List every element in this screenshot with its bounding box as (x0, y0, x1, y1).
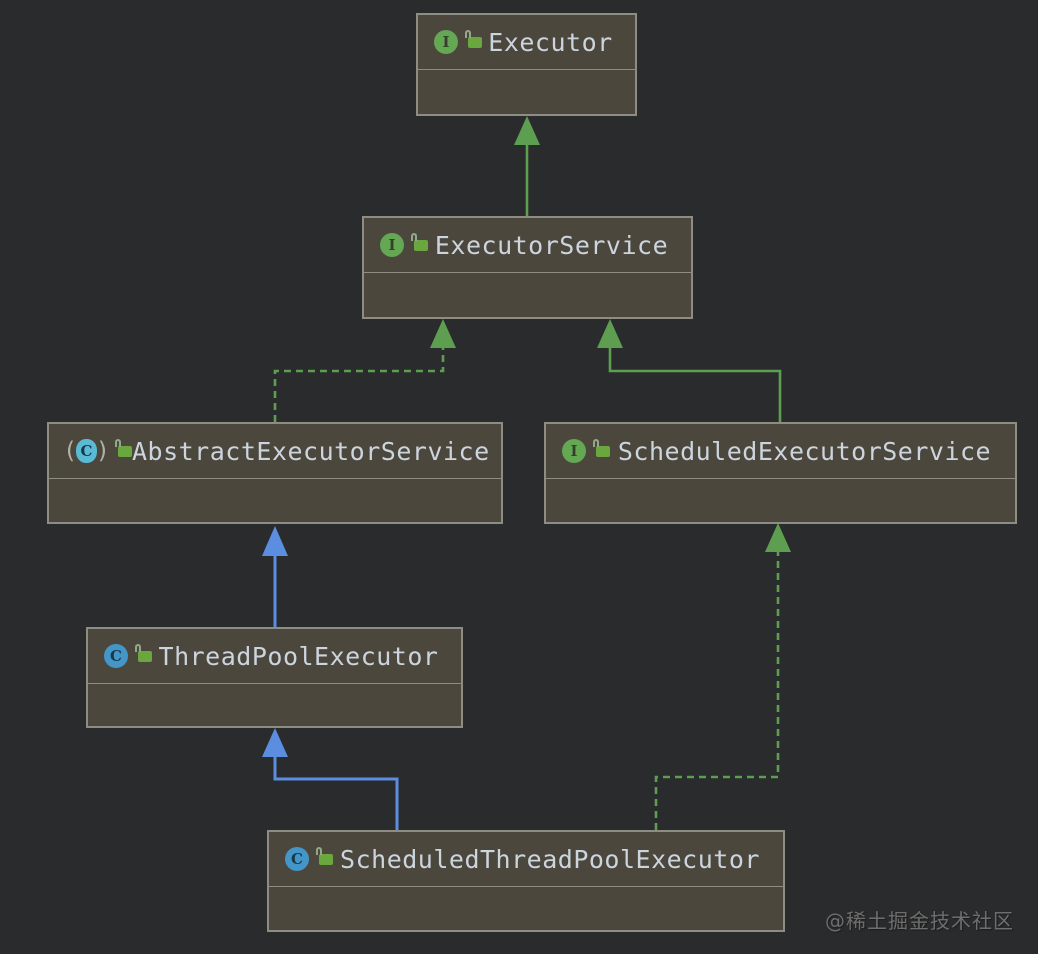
class-node-scheduled-thread-pool-executor[interactable]: C ScheduledThreadPoolExecutor (267, 830, 785, 932)
class-node-executor[interactable]: I Executor (416, 13, 637, 116)
edge-executorservice-extends-executor (514, 116, 540, 216)
abstract-class-badge: C (76, 439, 97, 463)
node-members-section (364, 274, 691, 317)
class-name: ScheduledThreadPoolExecutor (340, 847, 760, 872)
edge-threadpoolexecutor-extends-abstractexecutorservice (262, 526, 288, 627)
public-open-lock-icon (138, 651, 152, 662)
class-node-thread-pool-executor[interactable]: C ThreadPoolExecutor (86, 627, 463, 728)
node-members-section (418, 71, 635, 114)
node-header: I ScheduledExecutorService (546, 424, 1015, 479)
class-name: ExecutorService (435, 233, 668, 258)
class-node-executor-service[interactable]: I ExecutorService (362, 216, 693, 319)
class-node-scheduled-executor-service[interactable]: I ScheduledExecutorService (544, 422, 1017, 524)
node-members-section (546, 480, 1015, 522)
public-open-lock-icon (118, 446, 132, 457)
public-open-lock-icon (414, 240, 428, 251)
edge-scheduledthreadpoolexecutor-extends-threadpoolexecutor (262, 728, 397, 830)
node-members-section (49, 480, 501, 522)
edge-abstractexecutorservice-implements-executorservice (275, 319, 456, 422)
abstract-class-icon: ( C ) (65, 439, 108, 463)
node-header: I ExecutorService (364, 218, 691, 273)
node-members-section (88, 685, 461, 726)
class-name: AbstractExecutorService (132, 439, 490, 464)
interface-icon: I (434, 30, 458, 54)
node-header: C ThreadPoolExecutor (88, 629, 461, 684)
abstract-paren-left: ( (66, 440, 75, 463)
class-node-abstract-executor-service[interactable]: ( C ) AbstractExecutorService (47, 422, 503, 524)
public-open-lock-icon (319, 854, 333, 865)
class-name: ThreadPoolExecutor (159, 644, 439, 669)
public-open-lock-icon (596, 446, 610, 457)
node-members-section (269, 888, 783, 930)
abstract-paren-right: ) (98, 440, 107, 463)
watermark-text: @稀土掘金技术社区 (825, 905, 1014, 934)
node-header: C ScheduledThreadPoolExecutor (269, 832, 783, 887)
node-header: ( C ) AbstractExecutorService (49, 424, 501, 479)
node-header: I Executor (418, 15, 635, 70)
class-icon: C (104, 644, 128, 668)
edge-scheduledexecutorservice-extends-executorservice (597, 319, 780, 422)
class-name: Executor (488, 30, 612, 55)
public-open-lock-icon (468, 37, 482, 48)
edge-scheduledthreadpoolexecutor-implements-scheduledexecutorservice (656, 523, 791, 830)
class-icon: C (285, 847, 309, 871)
class-name: ScheduledExecutorService (618, 439, 991, 464)
interface-icon: I (380, 233, 404, 257)
interface-icon: I (562, 439, 586, 463)
